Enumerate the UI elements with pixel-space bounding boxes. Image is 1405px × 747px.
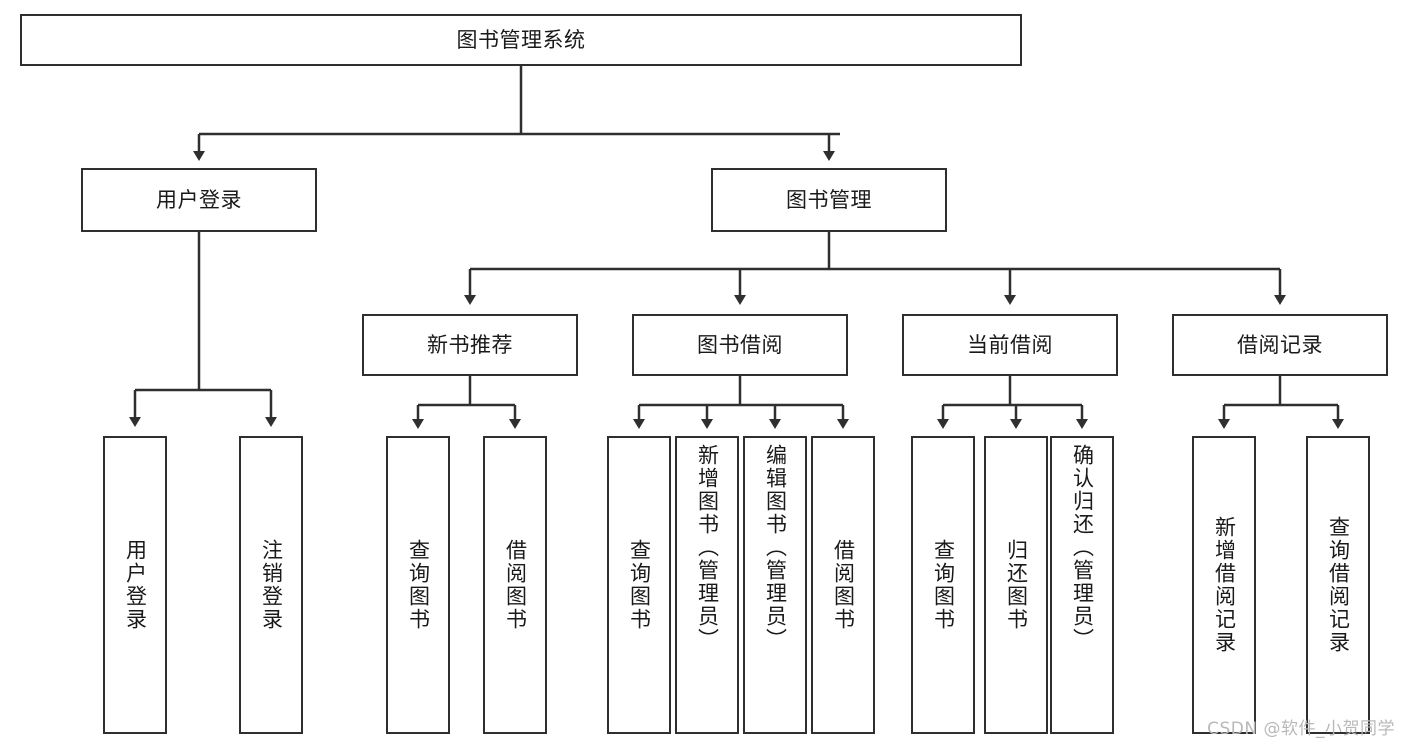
node-leaf-user-logout-label: 注销登录 (259, 539, 284, 631)
node-leaf-add-book-admin[interactable]: 新增图书（管理员） (675, 436, 739, 734)
node-root-label: 图书管理系统 (456, 27, 586, 52)
node-leaf-edit-book-admin-label: 编辑图书（管理员） (763, 444, 788, 651)
node-book-manage[interactable]: 图书管理 (711, 168, 947, 232)
node-leaf-add-borrow-record[interactable]: 新增借阅记录 (1192, 436, 1256, 734)
node-current-borrow[interactable]: 当前借阅 (902, 314, 1118, 376)
node-leaf-query-book-1-label: 查询图书 (406, 539, 431, 631)
node-leaf-borrow-book-1-label: 借阅图书 (503, 539, 528, 631)
node-book-manage-label: 图书管理 (786, 187, 872, 212)
node-current-borrow-label: 当前借阅 (967, 332, 1053, 357)
node-leaf-query-book-3-label: 查询图书 (931, 539, 956, 631)
node-leaf-query-book-2[interactable]: 查询图书 (607, 436, 671, 734)
node-leaf-user-logout[interactable]: 注销登录 (239, 436, 303, 734)
node-leaf-return-book[interactable]: 归还图书 (984, 436, 1048, 734)
node-leaf-query-borrow-record[interactable]: 查询借阅记录 (1306, 436, 1370, 734)
node-borrow-record[interactable]: 借阅记录 (1172, 314, 1388, 376)
node-leaf-add-borrow-record-label: 新增借阅记录 (1212, 516, 1237, 654)
node-leaf-return-book-label: 归还图书 (1004, 539, 1029, 631)
node-book-borrow[interactable]: 图书借阅 (632, 314, 848, 376)
node-leaf-user-login-label: 用户登录 (123, 539, 148, 631)
node-new-book-recommend-label: 新书推荐 (427, 332, 513, 357)
node-user-login[interactable]: 用户登录 (81, 168, 317, 232)
node-root[interactable]: 图书管理系统 (20, 14, 1022, 66)
node-new-book-recommend[interactable]: 新书推荐 (362, 314, 578, 376)
node-leaf-edit-book-admin[interactable]: 编辑图书（管理员） (743, 436, 807, 734)
node-leaf-query-book-2-label: 查询图书 (627, 539, 652, 631)
watermark-text: CSDN @软件_小贺同学 (1207, 719, 1395, 739)
node-leaf-query-borrow-record-label: 查询借阅记录 (1326, 516, 1351, 654)
node-leaf-query-book-3[interactable]: 查询图书 (911, 436, 975, 734)
node-user-login-label: 用户登录 (156, 187, 242, 212)
node-leaf-borrow-book-2-label: 借阅图书 (831, 539, 856, 631)
node-leaf-confirm-return-admin-label: 确认归还（管理员） (1070, 444, 1095, 651)
node-leaf-borrow-book-1[interactable]: 借阅图书 (483, 436, 547, 734)
node-leaf-borrow-book-2[interactable]: 借阅图书 (811, 436, 875, 734)
node-leaf-user-login[interactable]: 用户登录 (103, 436, 167, 734)
node-leaf-query-book-1[interactable]: 查询图书 (386, 436, 450, 734)
node-book-borrow-label: 图书借阅 (697, 332, 783, 357)
node-leaf-confirm-return-admin[interactable]: 确认归还（管理员） (1050, 436, 1114, 734)
node-borrow-record-label: 借阅记录 (1237, 332, 1323, 357)
node-leaf-add-book-admin-label: 新增图书（管理员） (695, 444, 720, 651)
